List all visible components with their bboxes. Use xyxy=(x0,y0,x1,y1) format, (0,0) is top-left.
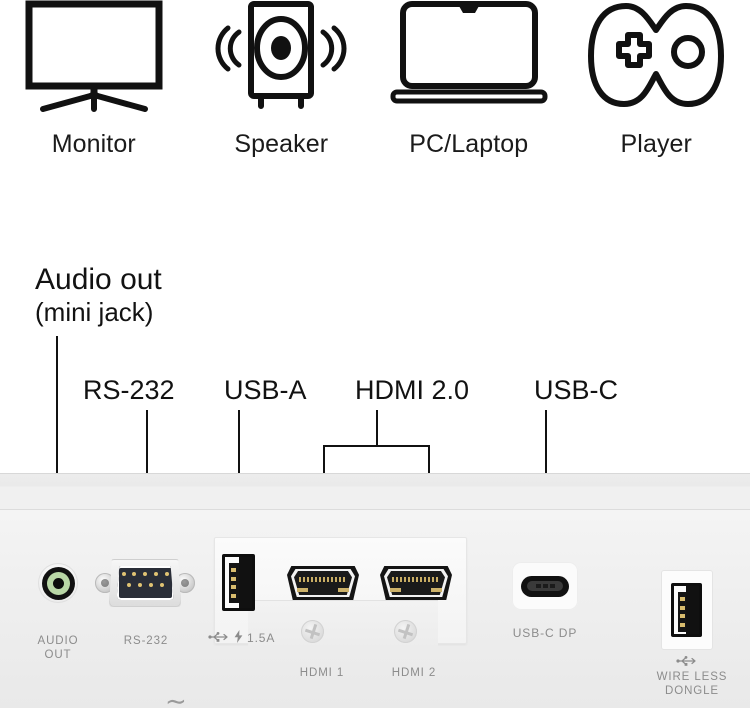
audio-jack-ring xyxy=(42,567,75,600)
usb-c-contact xyxy=(550,584,555,588)
usb-a-contacts xyxy=(231,568,236,598)
panel-screw-hdmi1 xyxy=(301,620,324,643)
usb-a-contact-pin xyxy=(680,606,685,610)
usb-c-connector xyxy=(521,576,569,597)
hdmi-gold-contact-right xyxy=(338,588,349,592)
db9-pin xyxy=(160,583,164,587)
db9-pin-row-top xyxy=(122,572,169,576)
laptop-icon xyxy=(389,0,549,112)
usb-a-contact-pin xyxy=(680,614,685,618)
device-speaker: Speaker xyxy=(188,0,376,175)
usb-trident-icon xyxy=(208,631,230,646)
leader-line-hdmi-bridge xyxy=(323,445,430,447)
db9-pin xyxy=(127,583,131,587)
usb-a-shroud xyxy=(239,557,252,608)
device-label-monitor: Monitor xyxy=(52,130,136,159)
callout-hdmi: HDMI 2.0 xyxy=(355,376,469,405)
usb-c-port[interactable] xyxy=(512,562,578,610)
usb-a-cavity xyxy=(674,586,699,634)
silk-label-usbc-dp: USB-C DP xyxy=(485,626,605,641)
db9-pin-row-bottom xyxy=(122,583,169,587)
usb-a-contact-pin xyxy=(680,623,685,627)
gamepad-icon xyxy=(581,0,731,112)
device-label-laptop: PC/Laptop xyxy=(409,130,528,159)
panel-screw-hdmi2 xyxy=(394,620,417,643)
hdmi-gold-contact-left xyxy=(390,588,401,592)
callout-audio-out: Audio out (mini jack) xyxy=(35,264,162,326)
hdmi1-port[interactable] xyxy=(287,566,359,600)
db9-pin xyxy=(149,583,153,587)
db9-pin xyxy=(122,572,126,576)
usb-c-pad xyxy=(512,562,578,610)
hdmi-gold-contact-right xyxy=(431,588,442,592)
rs232-port[interactable] xyxy=(95,559,195,607)
callout-audio-out-line2: (mini jack) xyxy=(35,298,162,326)
db9-connector xyxy=(95,559,195,607)
panel-face: AUDIO OUT xyxy=(0,510,750,708)
usb-a-contact-pin xyxy=(231,568,236,572)
usb-a-connector xyxy=(222,554,255,611)
silk-label-hdmi2: HDMI 2 xyxy=(364,666,464,680)
callout-usb-a: USB-A xyxy=(224,376,307,405)
audio-jack-body xyxy=(38,563,78,603)
callout-audio-out-line1: Audio out xyxy=(35,263,162,296)
usb-a-shroud xyxy=(686,586,699,634)
db9-pin xyxy=(143,572,147,576)
db9-pin xyxy=(154,572,158,576)
speaker-icon xyxy=(206,0,356,112)
leader-line-hdmi-stem xyxy=(376,410,378,446)
usb-c-contact xyxy=(536,584,541,588)
db9-pin xyxy=(132,572,136,576)
usb-c-cavity xyxy=(527,581,563,591)
db9-shell xyxy=(109,559,181,607)
device-label-player: Player xyxy=(621,130,692,159)
hdmi-pin-strip xyxy=(392,577,440,582)
silk-label-rs232: RS-232 xyxy=(104,634,188,648)
device-laptop: PC/Laptop xyxy=(375,0,563,175)
silk-label-hdmi1: HDMI 1 xyxy=(272,666,372,680)
usb-a-power-annotation: 1.5A xyxy=(208,630,275,646)
usb-a-contact-pin xyxy=(231,577,236,581)
silk-label-wireless-dongle: WIRE LESS DONGLE xyxy=(637,670,747,699)
audio-jack-green-ring xyxy=(47,572,70,595)
db9-pin xyxy=(165,572,169,576)
hdmi2-port[interactable] xyxy=(380,566,452,600)
device-monitor: Monitor xyxy=(0,0,188,175)
usb-a-contact-pin xyxy=(231,594,236,598)
callout-usb-c: USB-C xyxy=(534,376,618,405)
wireless-dongle-port[interactable] xyxy=(671,583,702,637)
usb-a-cavity xyxy=(225,557,252,608)
device-player: Player xyxy=(563,0,750,175)
lightning-bolt-icon xyxy=(234,630,243,646)
usb-a-contacts xyxy=(680,597,685,627)
monitor-icon xyxy=(23,0,165,112)
device-label-speaker: Speaker xyxy=(234,130,328,159)
hdmi-gold-contact-left xyxy=(297,588,308,592)
usb-a-contact-pin xyxy=(231,585,236,589)
hdmi-pin-strip xyxy=(299,577,347,582)
db9-pin xyxy=(138,583,142,587)
silk-label-audio-out: AUDIO OUT xyxy=(18,634,98,663)
hdmi-connector xyxy=(380,566,452,600)
usb-a-port[interactable] xyxy=(222,554,255,611)
hdmi-connector xyxy=(287,566,359,600)
silk-label-usb-power: 1.5A xyxy=(247,631,275,646)
usb-c-contact xyxy=(543,584,548,588)
usb-a-connector xyxy=(671,583,702,637)
audio-jack-hole xyxy=(53,578,64,589)
usb-a-contact-pin xyxy=(680,597,685,601)
audio-out-jack[interactable] xyxy=(38,563,78,603)
io-port-panel: AUDIO OUT xyxy=(0,473,750,707)
callout-rs232: RS-232 xyxy=(83,376,175,405)
ac-power-symbol: ∼ xyxy=(165,688,187,714)
device-icon-row: Monitor Speaker PC/Laptop xyxy=(0,0,750,175)
db9-pin-face xyxy=(117,566,174,600)
